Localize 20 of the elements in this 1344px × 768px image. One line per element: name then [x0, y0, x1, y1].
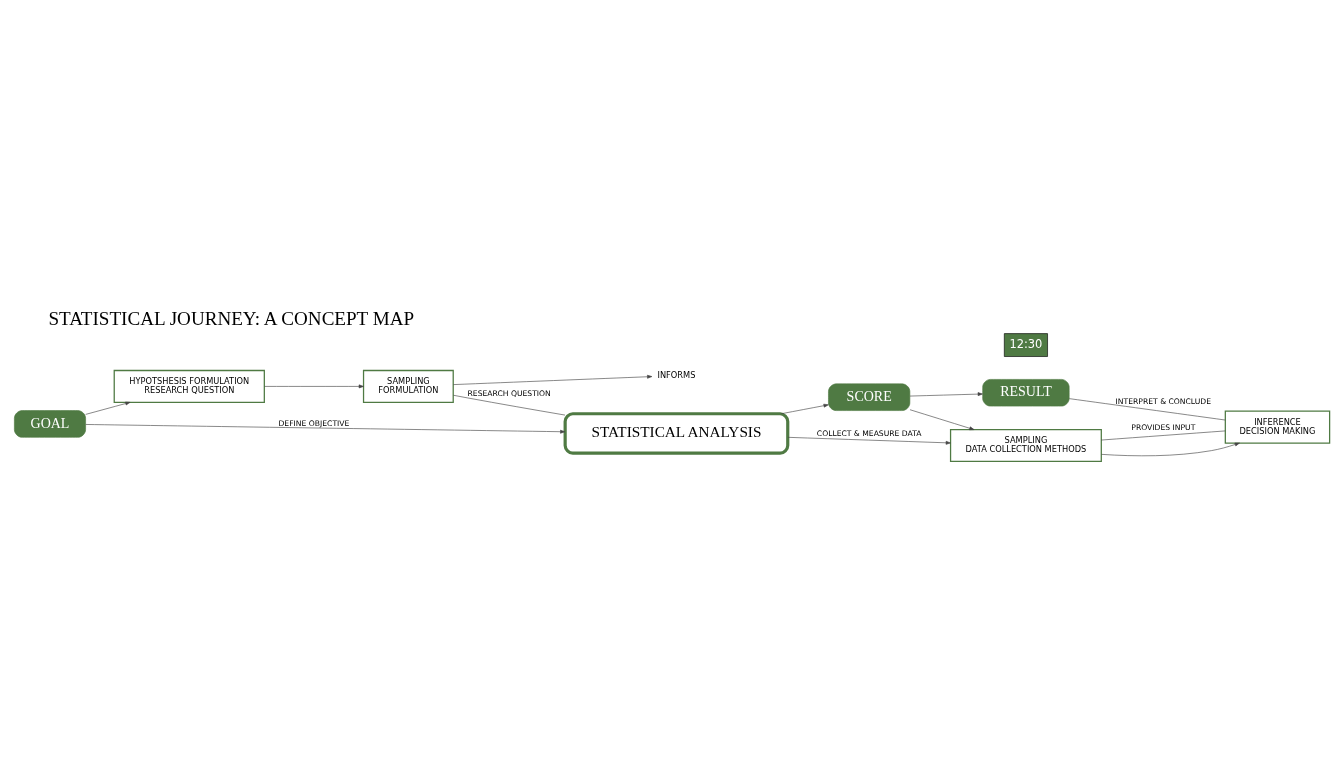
connector [1101, 430, 1226, 440]
arrow [85, 423, 566, 434]
diagram-title: STATISTICAL JOURNEY: A CONCEPT MAP [48, 307, 415, 329]
arrow [909, 408, 975, 430]
node-box: STATISTICAL ANALYSIS [563, 411, 790, 455]
node-text: INFORMS [657, 369, 696, 380]
node-box: SCORE [828, 383, 911, 411]
arrow [787, 436, 951, 445]
label: 12:30 [1009, 336, 1043, 351]
arrow [85, 401, 131, 415]
arrow [780, 403, 829, 414]
arrow [909, 391, 983, 396]
arrow [453, 374, 653, 385]
connector [1069, 397, 1226, 420]
arrow [1101, 442, 1240, 456]
connector [453, 394, 566, 415]
node-box: SAMPLING FORMULATION [362, 369, 454, 403]
node-box: GOAL [14, 409, 86, 438]
arrow [264, 384, 364, 388]
node-box: RESULT [982, 378, 1070, 406]
